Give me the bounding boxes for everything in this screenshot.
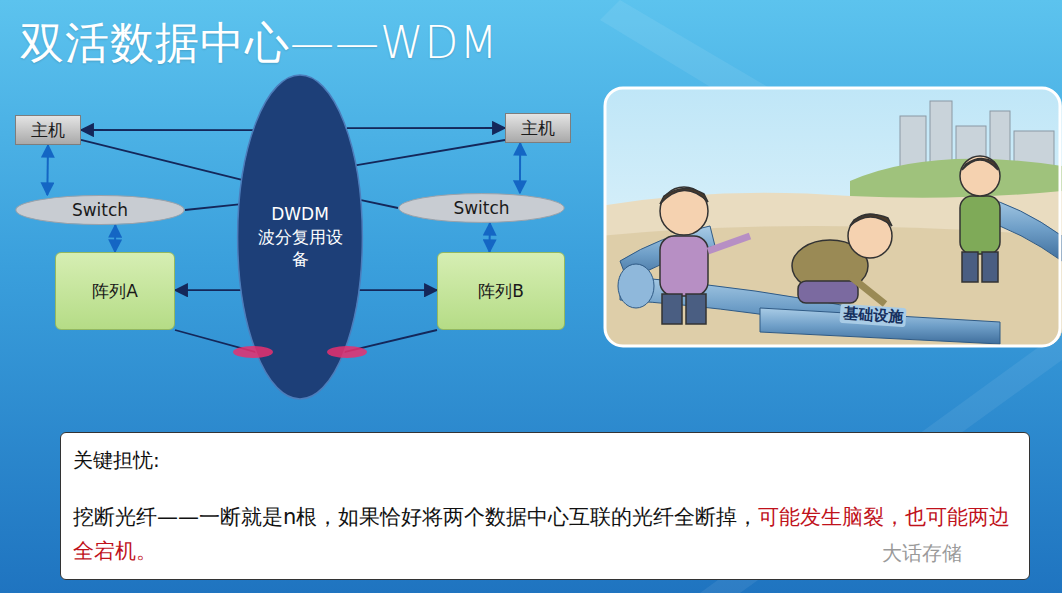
note-body-text: 挖断光纤——一断就是n根，如果恰好将两个数据中心互联的光纤全断掉， bbox=[73, 505, 758, 529]
fiber-link bbox=[175, 289, 241, 291]
dwdm-label: DWDM bbox=[258, 203, 343, 226]
dwdm-label: 波分复用设备 bbox=[258, 226, 343, 272]
workers-illustration bbox=[600, 86, 1062, 348]
switch-ellipse: Switch bbox=[398, 193, 565, 223]
host-label: 主机 bbox=[521, 117, 555, 140]
fiber-link bbox=[81, 129, 253, 131]
note-body: 挖断光纤——一断就是n根，如果恰好将两个数据中心互联的光纤全断掉，可能发生脑裂，… bbox=[73, 500, 1017, 568]
fiber-link bbox=[114, 225, 116, 252]
fiber-link bbox=[361, 200, 398, 208]
fiber-link bbox=[81, 140, 242, 180]
array-label: 阵列B bbox=[478, 280, 524, 303]
switch-ellipse: Switch bbox=[15, 195, 185, 225]
note-heading: 关键担忧: bbox=[73, 447, 160, 474]
fiber-link bbox=[185, 204, 239, 210]
storage-array-box: 阵列A bbox=[55, 252, 175, 330]
switch-ellipse-shape bbox=[399, 194, 564, 223]
dwdm-ellipse: DWDM波分复用设备 bbox=[237, 74, 363, 400]
pipe-label: 基础设施 bbox=[839, 304, 906, 328]
host-box: 主机 bbox=[505, 113, 571, 143]
watermark: 大话存储 bbox=[882, 540, 962, 567]
slide-title: 双活数据中心——WDM bbox=[20, 14, 498, 73]
host-box: 主机 bbox=[15, 115, 81, 145]
switch-label: Switch bbox=[453, 197, 509, 220]
fiber-joint bbox=[233, 346, 273, 358]
fiber-link bbox=[46, 145, 49, 195]
switch-label: Switch bbox=[72, 199, 128, 222]
fiber-link bbox=[359, 289, 437, 291]
fiber-link bbox=[519, 143, 521, 193]
host-label: 主机 bbox=[31, 119, 65, 142]
fiber-link bbox=[355, 140, 505, 165]
fiber-link bbox=[347, 127, 505, 129]
fiber-joint bbox=[327, 346, 367, 358]
fiber-link bbox=[488, 223, 490, 252]
array-label: 阵列A bbox=[92, 280, 138, 303]
switch-ellipse-shape bbox=[16, 196, 184, 225]
storage-array-box: 阵列B bbox=[437, 252, 565, 330]
